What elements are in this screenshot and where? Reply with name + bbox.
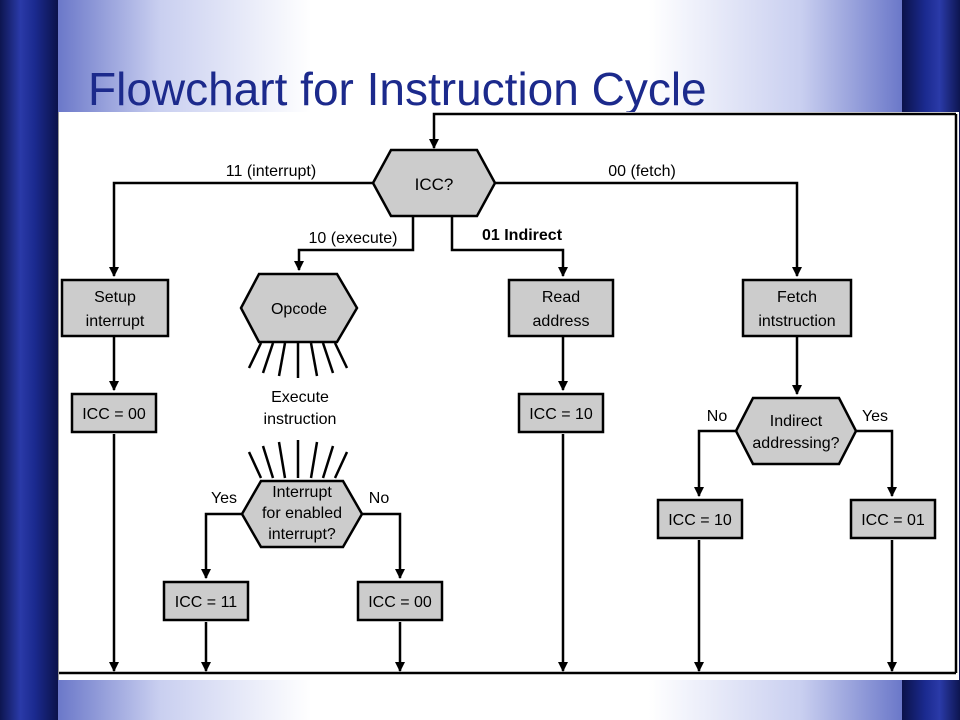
svg-text:Opcode: Opcode: [271, 301, 327, 318]
svg-text:Interrupt: Interrupt: [272, 484, 332, 501]
interrupt-yes-label: Yes: [211, 490, 237, 507]
execute-rays-bottom: [247, 440, 349, 479]
execute-instruction-label-1: Execute: [271, 389, 329, 406]
svg-text:ICC = 10: ICC = 10: [529, 406, 593, 423]
svg-text:ICC = 01: ICC = 01: [861, 512, 925, 529]
icc-10-box-read: ICC = 10: [517, 392, 605, 434]
indirect-no-label: No: [707, 408, 728, 425]
slide-title: Flowchart for Instruction Cycle: [88, 63, 707, 115]
icc-decision: ICC?: [371, 148, 497, 218]
icc-00-box-setup: ICC = 00: [70, 392, 158, 434]
read-address-box: Read address: [507, 278, 615, 338]
svg-text:Setup: Setup: [94, 289, 136, 306]
edge-label-indirect: 01 Indirect: [482, 227, 563, 244]
icc-01-box: ICC = 01: [849, 498, 937, 540]
svg-text:addressing?: addressing?: [752, 435, 839, 452]
edge-label-execute: 10 (execute): [309, 230, 398, 247]
interrupt-no-label: No: [369, 490, 390, 507]
svg-text:ICC = 00: ICC = 00: [368, 594, 432, 611]
svg-text:intstruction: intstruction: [758, 313, 835, 330]
edge-label-fetch: 00 (fetch): [608, 163, 676, 180]
icc-00-box-no-interrupt: ICC = 00: [356, 580, 444, 622]
execute-instruction-label-2: instruction: [264, 411, 337, 428]
edge-label-indirect-bg: [467, 220, 577, 246]
indirect-addressing-decision: Indirect addressing?: [734, 396, 858, 466]
svg-text:interrupt?: interrupt?: [268, 526, 336, 543]
svg-text:Read: Read: [542, 289, 580, 306]
svg-text:Fetch: Fetch: [777, 289, 817, 306]
svg-text:Indirect: Indirect: [770, 413, 823, 430]
flowchart: ICC? 11 (interrupt) 00 (fetch) 10 (execu…: [59, 112, 958, 675]
icc-11-box: ICC = 11: [162, 580, 250, 622]
edge-label-interrupt: 11 (interrupt): [226, 163, 316, 180]
svg-text:ICC = 10: ICC = 10: [668, 512, 732, 529]
svg-text:ICC = 11: ICC = 11: [175, 594, 238, 611]
icc-decision-label: ICC?: [415, 175, 454, 194]
left-border-decoration: [0, 0, 58, 720]
opcode-box: Opcode: [239, 272, 359, 344]
flowchart-panel: ICC? 11 (interrupt) 00 (fetch) 10 (execu…: [58, 112, 959, 680]
icc-10-box-no: ICC = 10: [656, 498, 744, 540]
svg-text:ICC = 00: ICC = 00: [82, 406, 146, 423]
svg-text:interrupt: interrupt: [86, 313, 145, 330]
svg-text:for enabled: for enabled: [262, 505, 342, 522]
interrupt-enabled-decision: Interrupt for enabled interrupt?: [240, 479, 364, 549]
svg-text:address: address: [533, 313, 590, 330]
execute-rays-top: [247, 342, 349, 378]
setup-interrupt-box: Setup interrupt: [60, 278, 170, 338]
fetch-instruction-box: Fetch intstruction: [741, 278, 853, 338]
indirect-yes-label: Yes: [862, 408, 888, 425]
